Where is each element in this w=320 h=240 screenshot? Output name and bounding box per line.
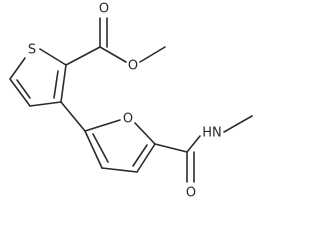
- bond-fc3-fc2-inner: [92, 133, 109, 163]
- bond-c5-s: [9, 57, 26, 80]
- bond-fc3-fc2: [84, 130, 103, 169]
- bond-o-fc5: [134, 122, 156, 145]
- bond-fc5-fc4: [136, 143, 156, 173]
- bond-n-methyl: [223, 115, 253, 133]
- bond-s-c2: [39, 48, 67, 66]
- bond-layer: [9, 17, 253, 183]
- bond-c2-carbonyl: [65, 46, 101, 66]
- chemical-structure-diagram: S O O O HN O: [9, 2, 253, 201]
- atom-ester-carbonyl-oxygen: O: [99, 2, 109, 17]
- atom-ester-ether-oxygen: O: [128, 59, 138, 74]
- atom-sulfur: S: [28, 43, 36, 58]
- atom-label-layer: S O O O HN O: [28, 2, 222, 201]
- bond-c3-c4: [29, 101, 62, 107]
- atom-amide-nitrogen: HN: [202, 126, 222, 141]
- bond-c4-c5: [9, 78, 31, 107]
- bond-fc5-fc4-inner: [132, 144, 148, 167]
- bond-c2-c3-inner: [53, 70, 59, 99]
- atom-furan-oxygen: O: [123, 112, 133, 127]
- bond-o-methyl: [139, 46, 166, 63]
- bond-c2-c3: [60, 64, 67, 103]
- bond-amide-c-n: [186, 135, 201, 153]
- bond-thiophene-furan: [60, 101, 86, 132]
- bond-c4-c5-inner: [16, 79, 31, 99]
- bond-fc2-o: [84, 119, 121, 132]
- bond-fc5-amide-c: [154, 143, 188, 153]
- bond-fc4-fc3: [101, 167, 138, 173]
- atom-amide-carbonyl-oxygen: O: [186, 186, 196, 201]
- bond-carbonyl-o-ether: [99, 46, 127, 63]
